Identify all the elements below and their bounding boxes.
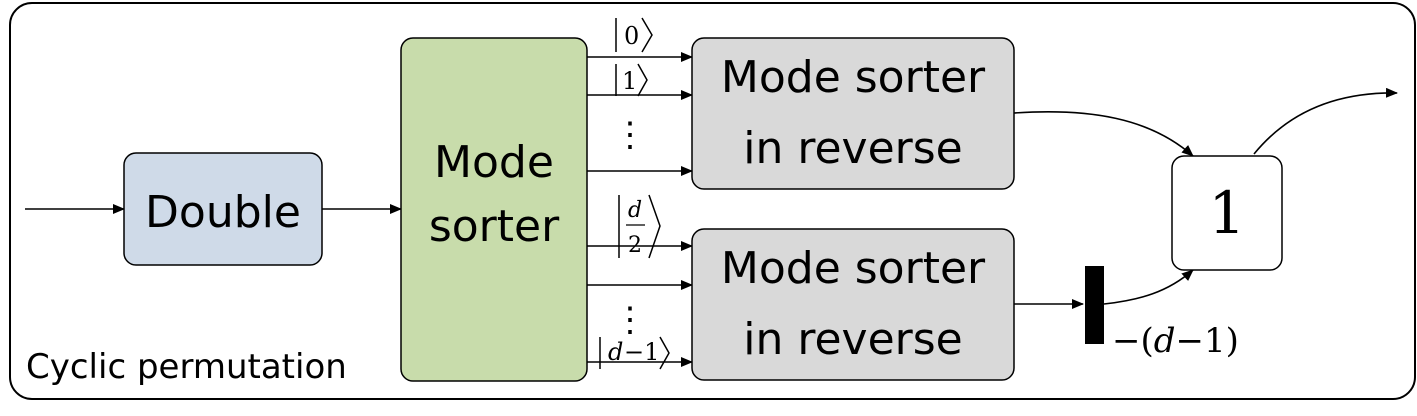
phase-plate (1085, 266, 1104, 344)
ket-0-label: 0 (624, 22, 639, 50)
ket-1-label: 1 (622, 67, 637, 95)
ket-d-half-num: d (628, 198, 642, 223)
vdots-top: ⋮ (613, 115, 647, 155)
reverse-sorter-bottom: Mode sorter in reverse (691, 228, 1015, 381)
phase-label-suffix: −1) (1176, 321, 1239, 361)
ket-d-minus-1-d: d (608, 338, 623, 366)
phase-label: −(d−1) (1112, 321, 1239, 361)
output-box-label: 1 (1209, 179, 1246, 247)
phase-label-prefix: −( (1112, 321, 1154, 361)
double-block: Double (123, 152, 323, 266)
ket-d-minus-1-rest: −1 (624, 338, 659, 366)
frame-label: Cyclic permutation (26, 347, 347, 387)
phase-label-var: d (1154, 321, 1176, 361)
mode-sorter-line1: Mode (434, 137, 554, 188)
reverse-top-line1: Mode sorter (721, 52, 986, 103)
output-arrow (1253, 87, 1398, 155)
outer-frame (9, 2, 1416, 400)
reverse-sorter-top: Mode sorter in reverse (691, 37, 1015, 190)
ket-d-minus-1: d −1 (599, 336, 670, 370)
vdots-bottom: ⋮ (613, 300, 647, 340)
reverse-bottom-line1: Mode sorter (721, 243, 986, 294)
ket-0: 0 (615, 17, 653, 53)
ket-d-half: d 2 (618, 194, 661, 259)
top-to-output-arrow (1013, 111, 1194, 157)
output-beam-splitter: 1 (1171, 155, 1283, 271)
mode-sorter-line2: sorter (429, 201, 560, 252)
double-label: Double (145, 187, 301, 238)
phase-to-output-arrow (1103, 269, 1194, 305)
reverse-bottom-line2: in reverse (743, 314, 962, 365)
mode-sorter-block: Mode sorter (400, 37, 588, 382)
ket-1: 1 (615, 63, 648, 97)
ket-d-half-den: 2 (628, 233, 642, 258)
reverse-top-line2: in reverse (743, 123, 962, 174)
